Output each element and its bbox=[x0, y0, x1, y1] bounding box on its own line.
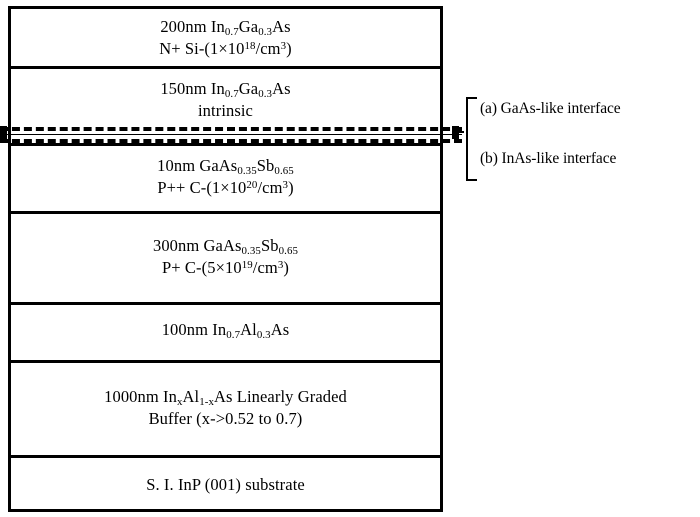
layer-line-2: Buffer (x->0.52 to 0.7) bbox=[148, 408, 303, 428]
layer-intrinsic-layer: 150nm In0.7Ga0.3As intrinsic bbox=[11, 66, 440, 133]
interface-left-cap bbox=[0, 126, 7, 139]
layer-line-1: 100nm In0.7Al0.3As bbox=[161, 320, 290, 342]
layer-line-1: 10nm GaAs0.35Sb0.65 bbox=[157, 156, 294, 178]
layer-line-1: 300nm GaAs0.35Sb0.65 bbox=[152, 235, 299, 257]
layer-contact-layer: 200nm In0.7Ga0.3As N+ Si-(1×1018/cm3) bbox=[11, 9, 440, 66]
interface-midline bbox=[0, 134, 462, 135]
layer-stack-diagram: 200nm In0.7Ga0.3As N+ Si-(1×1018/cm3) 15… bbox=[8, 6, 443, 512]
inas-like-interface-label: (b) InAs-like interface bbox=[480, 150, 617, 167]
layer-line-2: P+ C-(5×1019/cm3) bbox=[162, 257, 289, 277]
layer-line-2: P++ C-(1×1020/cm3) bbox=[157, 178, 294, 198]
inas-like-interface-line bbox=[0, 139, 462, 143]
layer-separator bbox=[11, 302, 440, 305]
layer-separator bbox=[11, 360, 440, 363]
layer-separator bbox=[11, 211, 440, 214]
layer-line-1: 150nm In0.7Ga0.3As bbox=[160, 78, 291, 100]
gaas-like-interface-line bbox=[0, 127, 462, 131]
layer-line-2: intrinsic bbox=[198, 100, 253, 120]
layer-line-2: N+ Si-(1×1018/cm3) bbox=[159, 38, 292, 58]
layer-p-layer: 300nm GaAs0.35Sb0.65 P+ C-(5×1019/cm3) bbox=[11, 211, 440, 302]
layer-tunnel-layer: 10nm GaAs0.35Sb0.65 P++ C-(1×1020/cm3) bbox=[11, 143, 440, 211]
layer-separator bbox=[11, 143, 440, 146]
bracket-connector-tick bbox=[457, 131, 464, 133]
interface-bracket bbox=[466, 97, 477, 181]
layer-line-1: 200nm In0.7Ga0.3As bbox=[160, 16, 291, 38]
layer-graded-buffer-layer: 1000nm InxAl1-xAs Linearly Graded Buffer… bbox=[11, 360, 440, 455]
layer-line-1: S. I. InP (001) substrate bbox=[146, 475, 305, 495]
gaas-like-interface-label: (a) GaAs-like interface bbox=[480, 100, 621, 117]
layer-barrier-layer: 100nm In0.7Al0.3As bbox=[11, 302, 440, 360]
layer-line-1: 1000nm InxAl1-xAs Linearly Graded bbox=[104, 386, 347, 408]
layer-separator bbox=[11, 66, 440, 69]
layer-separator bbox=[11, 455, 440, 458]
interface-right-cap bbox=[452, 126, 459, 139]
layer-substrate-layer: S. I. InP (001) substrate bbox=[11, 455, 440, 515]
